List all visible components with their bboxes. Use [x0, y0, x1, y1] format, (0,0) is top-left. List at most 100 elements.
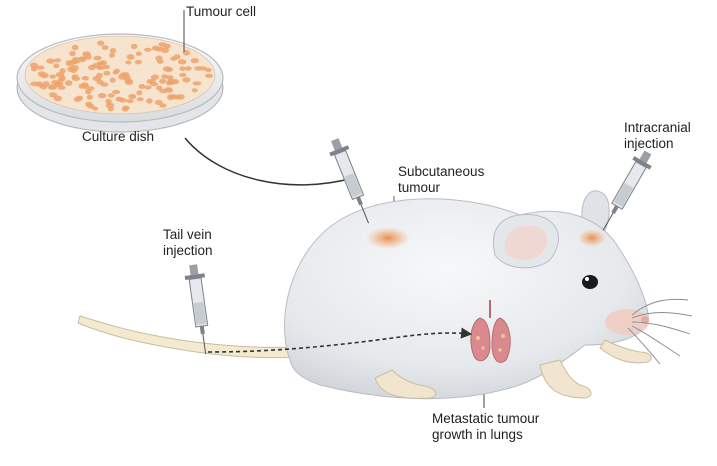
tumour-cell [72, 56, 80, 63]
culture-dish-label: Culture dish [82, 129, 155, 144]
tumour-cell [87, 86, 95, 91]
tumour-cell [125, 98, 134, 104]
subcutaneous-label-line1: Subcutaneous [398, 164, 485, 179]
tumour-cell [85, 101, 93, 107]
tumour-cell [49, 74, 56, 79]
tumour-cell [109, 77, 116, 83]
tumour-cell-label: Tumour cell [186, 4, 257, 19]
tumour-cell [42, 81, 50, 87]
tumour-cell [123, 72, 130, 78]
tumour-cell [182, 49, 190, 56]
tumour-cell [30, 66, 38, 72]
tumour-cell [165, 75, 174, 80]
tumour-cell [161, 74, 168, 79]
tumour-cell [176, 94, 185, 100]
tail-vein-label-line2: injection [163, 243, 213, 258]
tumour-cell [162, 66, 172, 72]
metastasis-path [207, 327, 473, 353]
metastatic-label-line2: growth in lungs [432, 427, 523, 442]
tumour-cell [136, 97, 144, 102]
tumour-cell [179, 73, 187, 77]
syringe-icon [184, 264, 209, 354]
tumour-cell [144, 85, 152, 90]
tumour-cell [149, 82, 159, 87]
tumour-cell [138, 84, 146, 89]
tumour-cell [65, 60, 72, 67]
tumour-cell [155, 55, 163, 62]
tumour-cell [48, 85, 57, 90]
tumour-cell [154, 99, 163, 105]
mouse-tail [77, 315, 301, 359]
tumour-cell [48, 92, 58, 98]
intracranial-label-line1: Intracranial [624, 120, 691, 135]
mouse-illustration [284, 190, 693, 400]
tumour-cell [134, 59, 142, 65]
tumour-cell [128, 93, 137, 100]
tumour-cell [97, 40, 105, 46]
tumour-cell [164, 87, 173, 92]
tumour-cell [30, 81, 39, 87]
tumour-cells [30, 40, 213, 112]
tumour-cell [71, 76, 81, 82]
tumour-cell [130, 43, 138, 50]
tumour-cell [92, 62, 102, 68]
tumour-cell [135, 51, 142, 56]
tumour-cell [126, 54, 135, 60]
tumour-cell [109, 52, 115, 58]
intracranial-tumour [578, 229, 606, 247]
subcutaneous-label-line2: tumour [398, 180, 441, 195]
tumour-cell [64, 80, 73, 86]
tumour-cell [36, 83, 45, 88]
tumour-cell [177, 59, 187, 65]
tumour-cell [112, 89, 121, 95]
tumour-cell [117, 97, 124, 102]
tumour-cell [190, 58, 199, 64]
intracranial-label-line2: injection [624, 136, 674, 151]
tumour-cell [93, 55, 102, 61]
tumour-cell [53, 95, 62, 102]
syringe-icon [329, 138, 369, 224]
tumour-cell [146, 98, 153, 104]
tumour-cell [136, 90, 143, 96]
tumour-cell [86, 94, 93, 100]
metastatic-label-line1: Metastatic tumour [432, 411, 540, 426]
tumour-cell [167, 78, 175, 85]
tumour-cell [125, 60, 132, 65]
tumour-cell [205, 73, 213, 79]
tumour-cell [107, 93, 115, 98]
tumour-cell [69, 50, 76, 57]
tumour-cell [184, 66, 192, 71]
tumour-cell [167, 94, 175, 101]
tumour-cell [35, 65, 45, 70]
tumour-cell [82, 83, 90, 90]
tumour-cell [53, 63, 60, 69]
tumour-cell [77, 56, 87, 61]
tumour-cell [107, 106, 114, 112]
tumour-cell [204, 67, 212, 73]
tumour-cell [92, 106, 99, 111]
tumour-cell [30, 62, 38, 69]
tumour-cell [179, 66, 186, 72]
tumour-cell [57, 85, 66, 90]
tumour-cell [103, 70, 111, 76]
tumour-cell [191, 88, 198, 93]
tumour-cell [70, 65, 79, 71]
tumour-cell [192, 81, 202, 86]
tumour-cell [57, 77, 65, 82]
tumour-cell [121, 106, 129, 112]
tumour-cell [173, 54, 181, 60]
tumour-cell [53, 58, 62, 63]
tumour-cell [100, 82, 109, 87]
tail-vein-label-line1: Tail vein [163, 227, 212, 242]
syringe-icon [602, 150, 652, 231]
tumour-cell [92, 75, 102, 82]
tumour-cell [97, 92, 107, 99]
transfer-arrow [184, 137, 356, 186]
tumour-cell [182, 77, 191, 83]
tumour-cell [101, 45, 109, 50]
tumour-cell [163, 43, 171, 49]
tumour-cell [105, 98, 112, 105]
tumour-cell [81, 75, 90, 81]
